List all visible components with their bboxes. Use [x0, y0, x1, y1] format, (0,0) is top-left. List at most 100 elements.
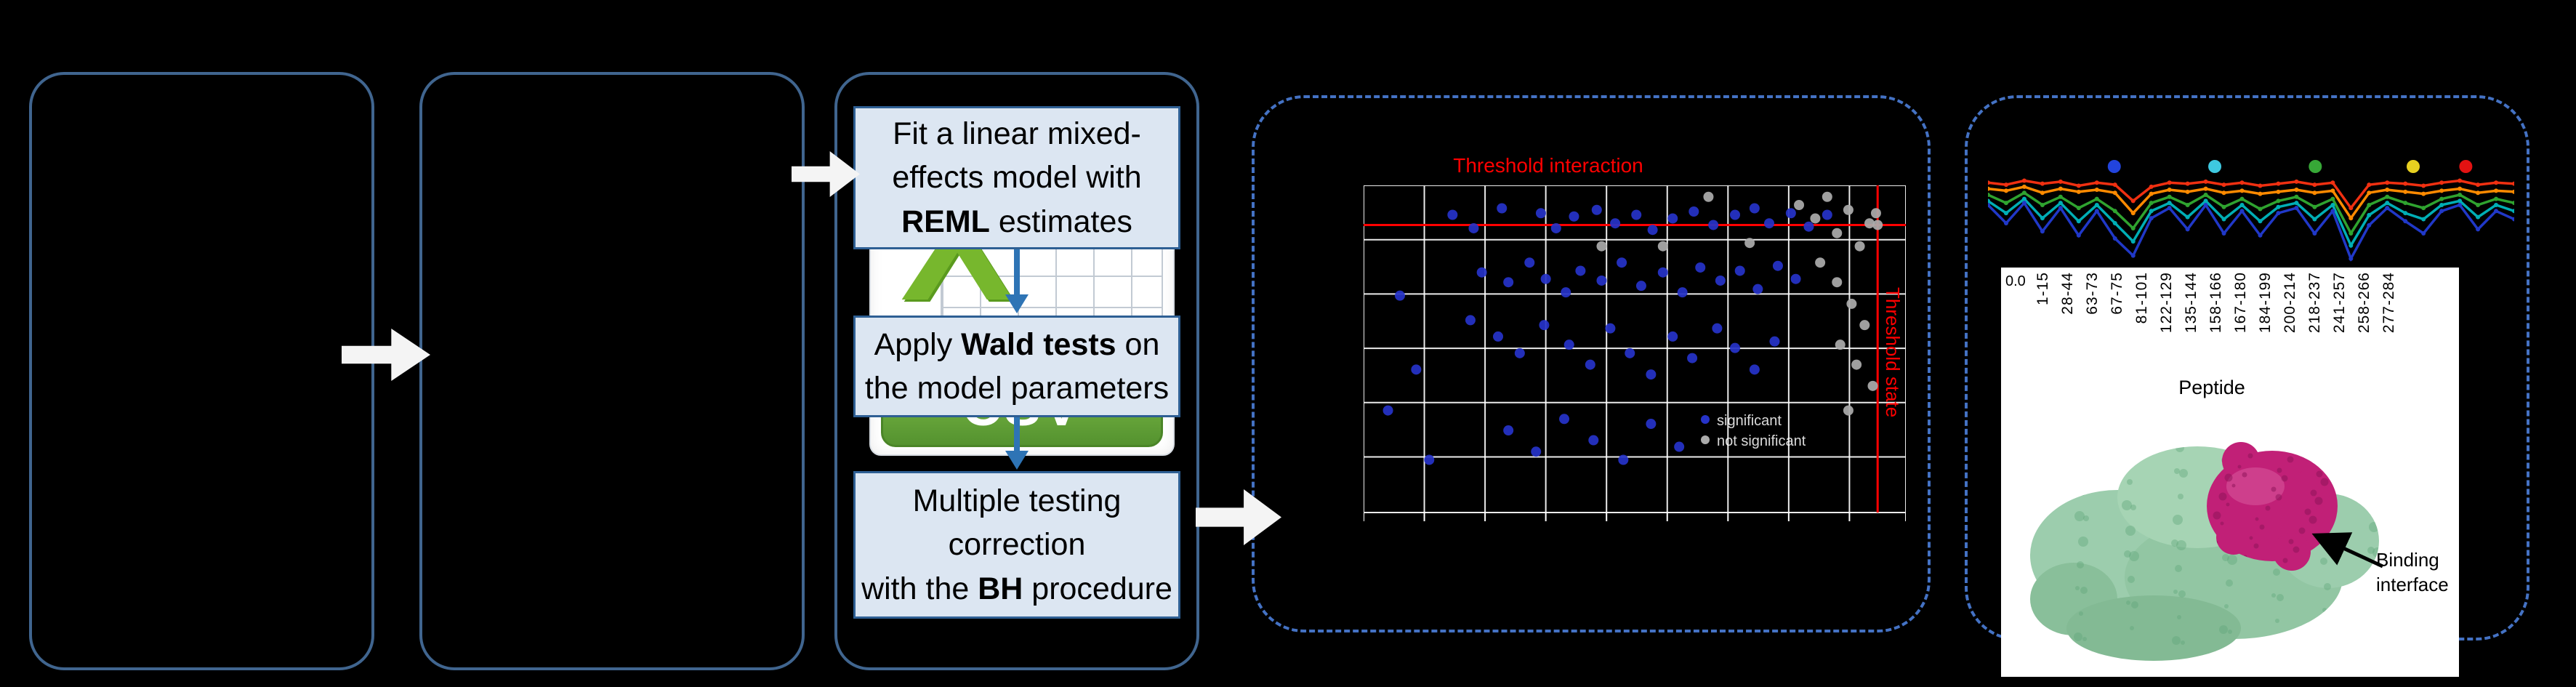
- scatter-point-grey: [1870, 208, 1881, 219]
- line-point: [2221, 182, 2226, 188]
- line-point: [2221, 204, 2226, 209]
- line-point: [2403, 189, 2408, 194]
- line-point: [2185, 189, 2190, 194]
- line-point: [2185, 202, 2190, 207]
- scatter-point-blue: [1524, 257, 1535, 268]
- line-point: [2094, 196, 2099, 201]
- legend-label: significant: [1717, 413, 1782, 429]
- line-point: [2021, 196, 2026, 201]
- scatter-point-grey: [1810, 213, 1821, 224]
- scatter-point-blue: [1790, 273, 1801, 284]
- line-point: [2476, 182, 2481, 188]
- binding-label-line2: interface: [2376, 573, 2449, 595]
- line-point: [2312, 230, 2317, 236]
- line-point: [2040, 229, 2045, 234]
- line-point: [2040, 216, 2045, 221]
- line-point: [2276, 198, 2281, 204]
- scatter-point-blue: [1647, 225, 1658, 236]
- scatter-point-grey: [1846, 298, 1857, 309]
- line-point: [2512, 181, 2514, 186]
- uptake-kinetics-chart: [1988, 160, 2514, 262]
- scatter-point-blue: [1394, 290, 1405, 301]
- scatter-point-blue: [1635, 281, 1646, 292]
- line-point: [2294, 201, 2299, 206]
- line-point: [2239, 202, 2245, 207]
- scatter-point-blue: [1411, 364, 1422, 375]
- line-point: [2348, 206, 2354, 211]
- scatter-point-blue: [1493, 331, 1504, 342]
- line-point: [2021, 201, 2026, 206]
- line-point: [2130, 226, 2136, 231]
- peptide-tick-label: 67-75: [2109, 272, 2125, 315]
- line-point: [2258, 233, 2263, 238]
- line-point: [2421, 183, 2426, 188]
- legend-dot: [1701, 435, 1710, 444]
- line-point: [2258, 191, 2263, 196]
- line-point: [2312, 190, 2317, 196]
- scatter-point-blue: [1503, 277, 1514, 288]
- input-design-box: [29, 72, 374, 670]
- scatter-point-blue: [1749, 203, 1760, 214]
- line-point: [2130, 211, 2136, 216]
- line-point: [2094, 188, 2099, 193]
- line-point: [2021, 190, 2026, 196]
- line-point: [2403, 219, 2408, 224]
- step-text-line: effects model with: [892, 160, 1142, 196]
- line-point: [2294, 206, 2299, 211]
- scatter-point-blue: [1730, 342, 1741, 353]
- line-point: [2149, 209, 2154, 214]
- scatter-point-blue: [1657, 267, 1668, 278]
- line-point: [2385, 201, 2390, 206]
- line-point: [2203, 179, 2208, 184]
- line-point: [1988, 186, 1990, 191]
- line-point: [2221, 217, 2226, 222]
- step-text-line: the model parameters: [864, 371, 1170, 406]
- line-point: [2076, 233, 2081, 238]
- scatter-point-grey: [1851, 359, 1862, 370]
- legend-label: not significant: [1717, 433, 1806, 449]
- scatter-point-grey: [1832, 277, 1843, 288]
- line-point: [2040, 181, 2045, 186]
- line-series-blue: [1988, 201, 2514, 262]
- scatter-point-blue: [1591, 204, 1602, 215]
- scatter-point-grey: [1854, 241, 1865, 252]
- line-point: [2330, 209, 2335, 214]
- peptide-axis-label: Peptide: [2178, 377, 2245, 398]
- line-point: [2167, 201, 2172, 206]
- line-point: [2421, 217, 2426, 222]
- scatter-point-blue: [1465, 315, 1476, 326]
- peptide-tick-label: 122-129: [2158, 272, 2175, 334]
- line-point: [2058, 206, 2063, 211]
- line-point: [2003, 221, 2008, 226]
- scatter-point-grey: [1867, 380, 1878, 391]
- scatter-point-blue: [1752, 284, 1763, 294]
- line-point: [2003, 211, 2008, 216]
- scatter-point-blue: [1382, 405, 1393, 416]
- line-point: [2167, 194, 2172, 199]
- line-point: [2385, 180, 2390, 185]
- scatter-point-blue: [1646, 419, 1657, 430]
- line-point: [2167, 206, 2172, 211]
- condition-dot: [2107, 160, 2121, 173]
- line-point: [2003, 182, 2008, 188]
- line-point: [2276, 189, 2281, 194]
- line-point: [2276, 211, 2281, 216]
- line-point: [2458, 186, 2463, 191]
- line-point: [2112, 182, 2117, 188]
- line-point: [2348, 230, 2354, 236]
- scatter-point-grey: [1657, 241, 1668, 252]
- line-point: [2421, 191, 2426, 196]
- peptide-tick-label: 1-15: [2034, 272, 2051, 306]
- line-point: [2167, 188, 2172, 193]
- scatter-point-blue: [1822, 209, 1832, 220]
- line-series-teal: [1988, 197, 2514, 249]
- line-point: [2130, 253, 2136, 258]
- condition-dot: [2459, 160, 2473, 173]
- line-point: [2476, 202, 2481, 207]
- scatter-point-blue: [1531, 446, 1542, 457]
- scatter-point-blue: [1769, 336, 1780, 347]
- line-point: [2385, 206, 2390, 211]
